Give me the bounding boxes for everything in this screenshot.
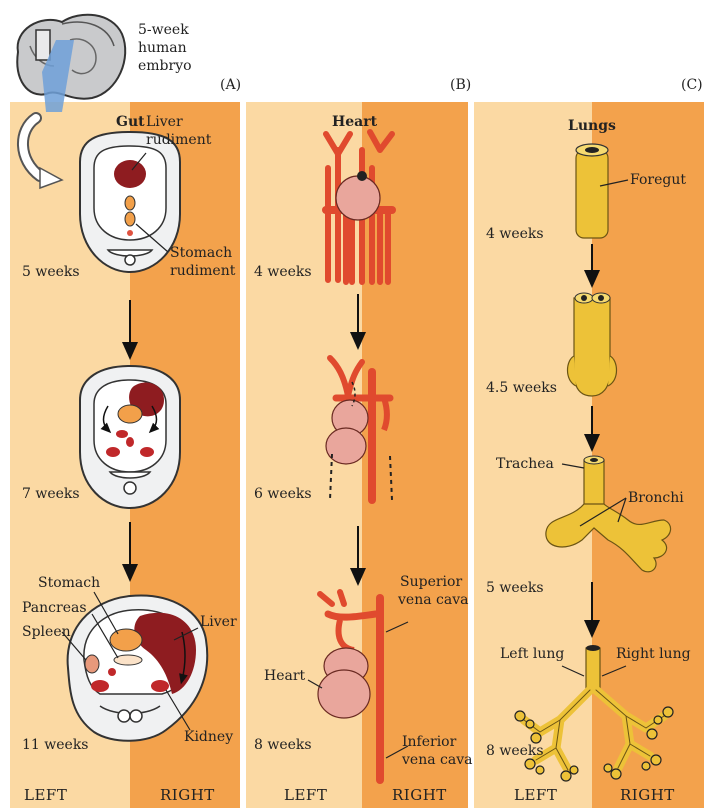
label-superior-vena-cava-line-1: Superior — [400, 574, 462, 591]
label-left-lung: Left lung — [500, 646, 564, 663]
spleen-11-weeks — [85, 655, 99, 673]
foregut-tube — [576, 150, 608, 238]
label-bronchi: Bronchi — [628, 490, 684, 507]
gut-side-left: LEFT — [24, 786, 67, 804]
panel-letter-a: (A) — [220, 77, 241, 93]
label-spleen: Spleen — [22, 624, 71, 641]
stomach-11-weeks — [110, 629, 142, 651]
gut-stage-label-7-weeks: 7 weeks — [22, 486, 80, 503]
liver-rudiment — [114, 160, 146, 188]
label-liver-rudiment-line-1: Liver — [146, 114, 183, 131]
lungs-stage-label-4-weeks: 4 weeks — [486, 226, 544, 243]
label-stomach: Stomach — [38, 575, 100, 592]
stomach-rudiment — [125, 212, 135, 226]
heart-side-left: LEFT — [284, 786, 327, 804]
label-pancreas: Pancreas — [22, 600, 87, 617]
heart-side-right: RIGHT — [392, 786, 447, 804]
label-inferior-vena-cava-line-2: vena cava — [402, 752, 472, 769]
label-kidney: Kidney — [184, 729, 233, 746]
label-liver: Liver — [200, 614, 237, 631]
label-stomach-rudiment-line-2: rudiment — [170, 263, 235, 280]
embryo-caption-line-3: embryo — [138, 58, 192, 75]
lungs-stage-label-8-weeks: 8 weeks — [486, 743, 544, 760]
heart-stage-label-8-weeks: 8 weeks — [254, 737, 312, 754]
trachea-tube — [584, 460, 604, 510]
lungs-stage-4-5-weeks — [568, 293, 617, 396]
gut-stage-label-5-weeks: 5 weeks — [22, 264, 80, 281]
heart-stage-label-6-weeks: 6 weeks — [254, 486, 312, 503]
heart-8-weeks — [318, 670, 370, 718]
panel-letter-c: (C) — [681, 77, 703, 93]
label-stomach-rudiment-line-1: Stomach — [170, 245, 232, 262]
lungs-side-left: LEFT — [514, 786, 557, 804]
label-foregut: Foregut — [630, 172, 686, 189]
panel-title-heart: Heart — [332, 114, 377, 130]
gut-stage-label-11-weeks: 11 weeks — [22, 737, 89, 754]
embryo-caption-line-1: 5-week — [138, 22, 189, 39]
label-inferior-vena-cava-line-1: Inferior — [402, 734, 456, 751]
label-heart: Heart — [264, 668, 305, 685]
label-trachea: Trachea — [496, 456, 554, 473]
label-right-lung: Right lung — [616, 646, 691, 663]
label-superior-vena-cava-line-2: vena cava — [398, 592, 468, 609]
heart-stage-label-4-weeks: 4 weeks — [254, 264, 312, 281]
panel-title-lungs: Lungs — [568, 118, 616, 134]
lungs-side-right: RIGHT — [620, 786, 675, 804]
panel-title-gut: Gut — [116, 114, 145, 130]
gut-side-right: RIGHT — [160, 786, 215, 804]
panel-letter-b: (B) — [450, 77, 471, 93]
label-liver-rudiment-line-2: rudiment — [146, 132, 211, 149]
gut-stage-7-weeks — [80, 366, 180, 508]
pancreas-11-weeks — [114, 655, 142, 665]
embryo-caption-line-2: human — [138, 40, 187, 57]
lungs-stage-label-4-5-weeks: 4.5 weeks — [486, 380, 557, 397]
gut-stage-5-weeks — [80, 132, 180, 272]
lungs-stage-label-5-weeks: 5 weeks — [486, 580, 544, 597]
